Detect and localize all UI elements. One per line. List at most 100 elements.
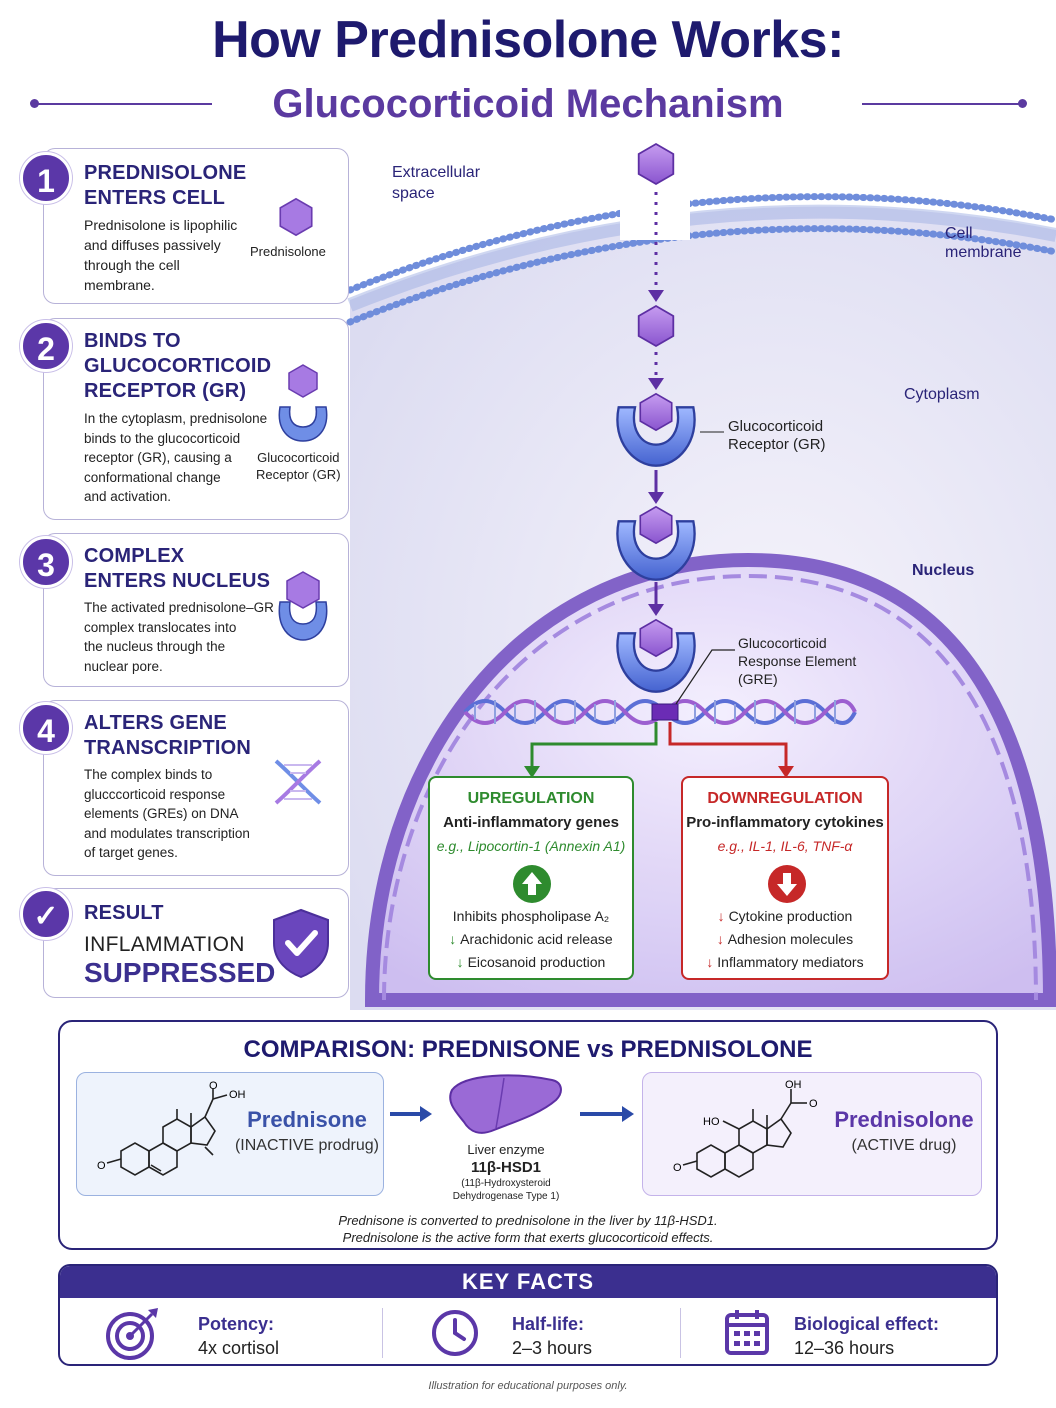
complex-icon: [278, 571, 328, 641]
down-arrow-circle-icon: [768, 865, 806, 903]
prednisolone-atom-label: HO: [703, 1116, 720, 1128]
step-4-number: 4: [20, 702, 72, 754]
prednisone-name: Prednisone: [247, 1107, 367, 1132]
half-life-value: 2–3 hours: [512, 1338, 593, 1358]
subtitle-rule-left: [36, 103, 212, 105]
prednisolone-atom-label: O: [673, 1162, 682, 1174]
comparison-title: COMPARISON: PREDNISONE vs PREDNISOLONE: [243, 1036, 813, 1063]
calendar-icon: [725, 1310, 769, 1355]
target-icon: [106, 1308, 158, 1360]
up-arrow-icon: [513, 865, 551, 903]
receptor-icon: [278, 364, 328, 442]
divider: [382, 1308, 383, 1358]
step-2-number: 2: [20, 320, 72, 372]
page-subtitle: Glucocorticoid Mechanism: [272, 82, 784, 126]
prednisolone-structure: OH HO O O: [673, 1079, 818, 1178]
prednisolone-name: Prednisolone: [834, 1107, 974, 1132]
comparison-note-1: Prednisone is converted to prednisolone …: [338, 1213, 718, 1228]
downregulation-title: DOWNREGULATION: [707, 790, 863, 807]
result-title: RESULT: [84, 902, 164, 924]
membrane-outer: [346, 193, 1056, 294]
prednisone-atom-label: O: [209, 1081, 218, 1092]
hexagon-icon-label: Prednisolone: [250, 244, 326, 259]
result-check-icon: ✓: [20, 888, 72, 940]
upregulation-title: UPREGULATION: [467, 790, 595, 807]
result-line-1: INFLAMMATION: [84, 933, 245, 956]
key-facts-panel: KEY FACTS Potency: 4x cortisol Half-life…: [58, 1264, 998, 1366]
biological-effect-value: 12–36 hours: [794, 1338, 895, 1358]
down-arrow-icon: ↓: [717, 908, 729, 924]
step-1-number: 1: [20, 152, 72, 204]
dna-icon: [274, 759, 322, 805]
downregulation-box: DOWNREGULATION Pro-inflammatory cytokine…: [681, 776, 889, 980]
clock-icon: [432, 1310, 478, 1356]
downregulation-item: ↓ Adhesion molecules: [716, 931, 854, 947]
upregulation-item: ↓ Arachidonic acid release: [449, 931, 613, 947]
upregulation-item: ↓ Eicosanoid production: [456, 954, 606, 970]
prednisolone-atom-label: O: [809, 1098, 818, 1110]
prednisolone-atom-label: OH: [785, 1079, 802, 1091]
subtitle-rule-right: [862, 103, 1022, 105]
down-arrow-icon: ↓: [716, 931, 728, 947]
upregulation-box: UPREGULATION Anti-inflammatory genes e.g…: [428, 776, 634, 980]
potency-label: Potency:: [198, 1314, 275, 1334]
subtitle-dot-left: [30, 99, 39, 108]
half-life-label: Half-life:: [512, 1314, 584, 1334]
result-line-2: SUPPRESSED: [84, 957, 276, 988]
comparison-note-2: Prednisolone is the active form that exe…: [342, 1230, 714, 1245]
prednisolone-card: OH HO O O Prednisolone (ACTIVE drug): [642, 1072, 982, 1196]
down-arrow-icon: ↓: [456, 954, 468, 970]
upregulation-item: Inhibits phospholipase A₂: [452, 908, 610, 924]
footer-disclaimer: Illustration for educational purposes on…: [428, 1380, 628, 1392]
membrane-inner: [346, 225, 1056, 326]
downregulation-item: ↓ Cytokine production: [717, 908, 853, 924]
result-card: RESULT INFLAMMATION SUPPRESSED: [43, 888, 349, 998]
prednisone-card: O OH O Prednisone (INACTIVE prodrug): [76, 1072, 384, 1196]
key-facts-title: KEY FACTS: [60, 1266, 996, 1298]
step-3-number: 3: [20, 536, 72, 588]
potency-value: 4x cortisol: [198, 1338, 280, 1358]
shield-check-icon: [273, 908, 329, 979]
subtitle-dot-right: [1018, 99, 1027, 108]
down-arrow-icon: ↓: [706, 954, 718, 970]
dna-helix: [463, 699, 857, 725]
page-title: How Prednisolone Works:: [212, 11, 844, 69]
upregulation-example: e.g., Lipocortin-1 (Annexin A1): [436, 838, 626, 854]
downregulation-subtitle: Pro-inflammatory cytokines: [686, 814, 884, 831]
prednisone-atom-label: OH: [229, 1089, 246, 1101]
prednisone-structure: O OH O: [97, 1081, 246, 1176]
nucleus-label: Nucleus: [912, 562, 975, 579]
arrow-right-icon: [390, 1106, 432, 1122]
downregulation-item: ↓ Inflammatory mediators: [706, 954, 864, 970]
upregulation-subtitle: Anti-inflammatory genes: [443, 814, 619, 831]
arrow-right-icon: [580, 1106, 634, 1122]
liver-icon: [449, 1074, 562, 1134]
prednisone-atom-label: O: [97, 1160, 106, 1172]
cytoplasm-label: Cytoplasm: [904, 386, 980, 403]
enzyme-label: Liver enzyme 11β-HSD1 (11β-Hydroxysteroi…: [452, 1142, 560, 1202]
hexagon-icon: [279, 197, 313, 237]
down-arrow-icon: ↓: [449, 931, 461, 947]
prednisolone-kind: (ACTIVE drug): [851, 1137, 957, 1154]
biological-effect-label: Biological effect:: [794, 1314, 940, 1334]
comparison-panel: COMPARISON: PREDNISONE vs PREDNISOLONE O…: [58, 1020, 998, 1250]
divider: [680, 1308, 681, 1358]
downregulation-example: e.g., IL-1, IL-6, TNF-α: [717, 838, 853, 854]
